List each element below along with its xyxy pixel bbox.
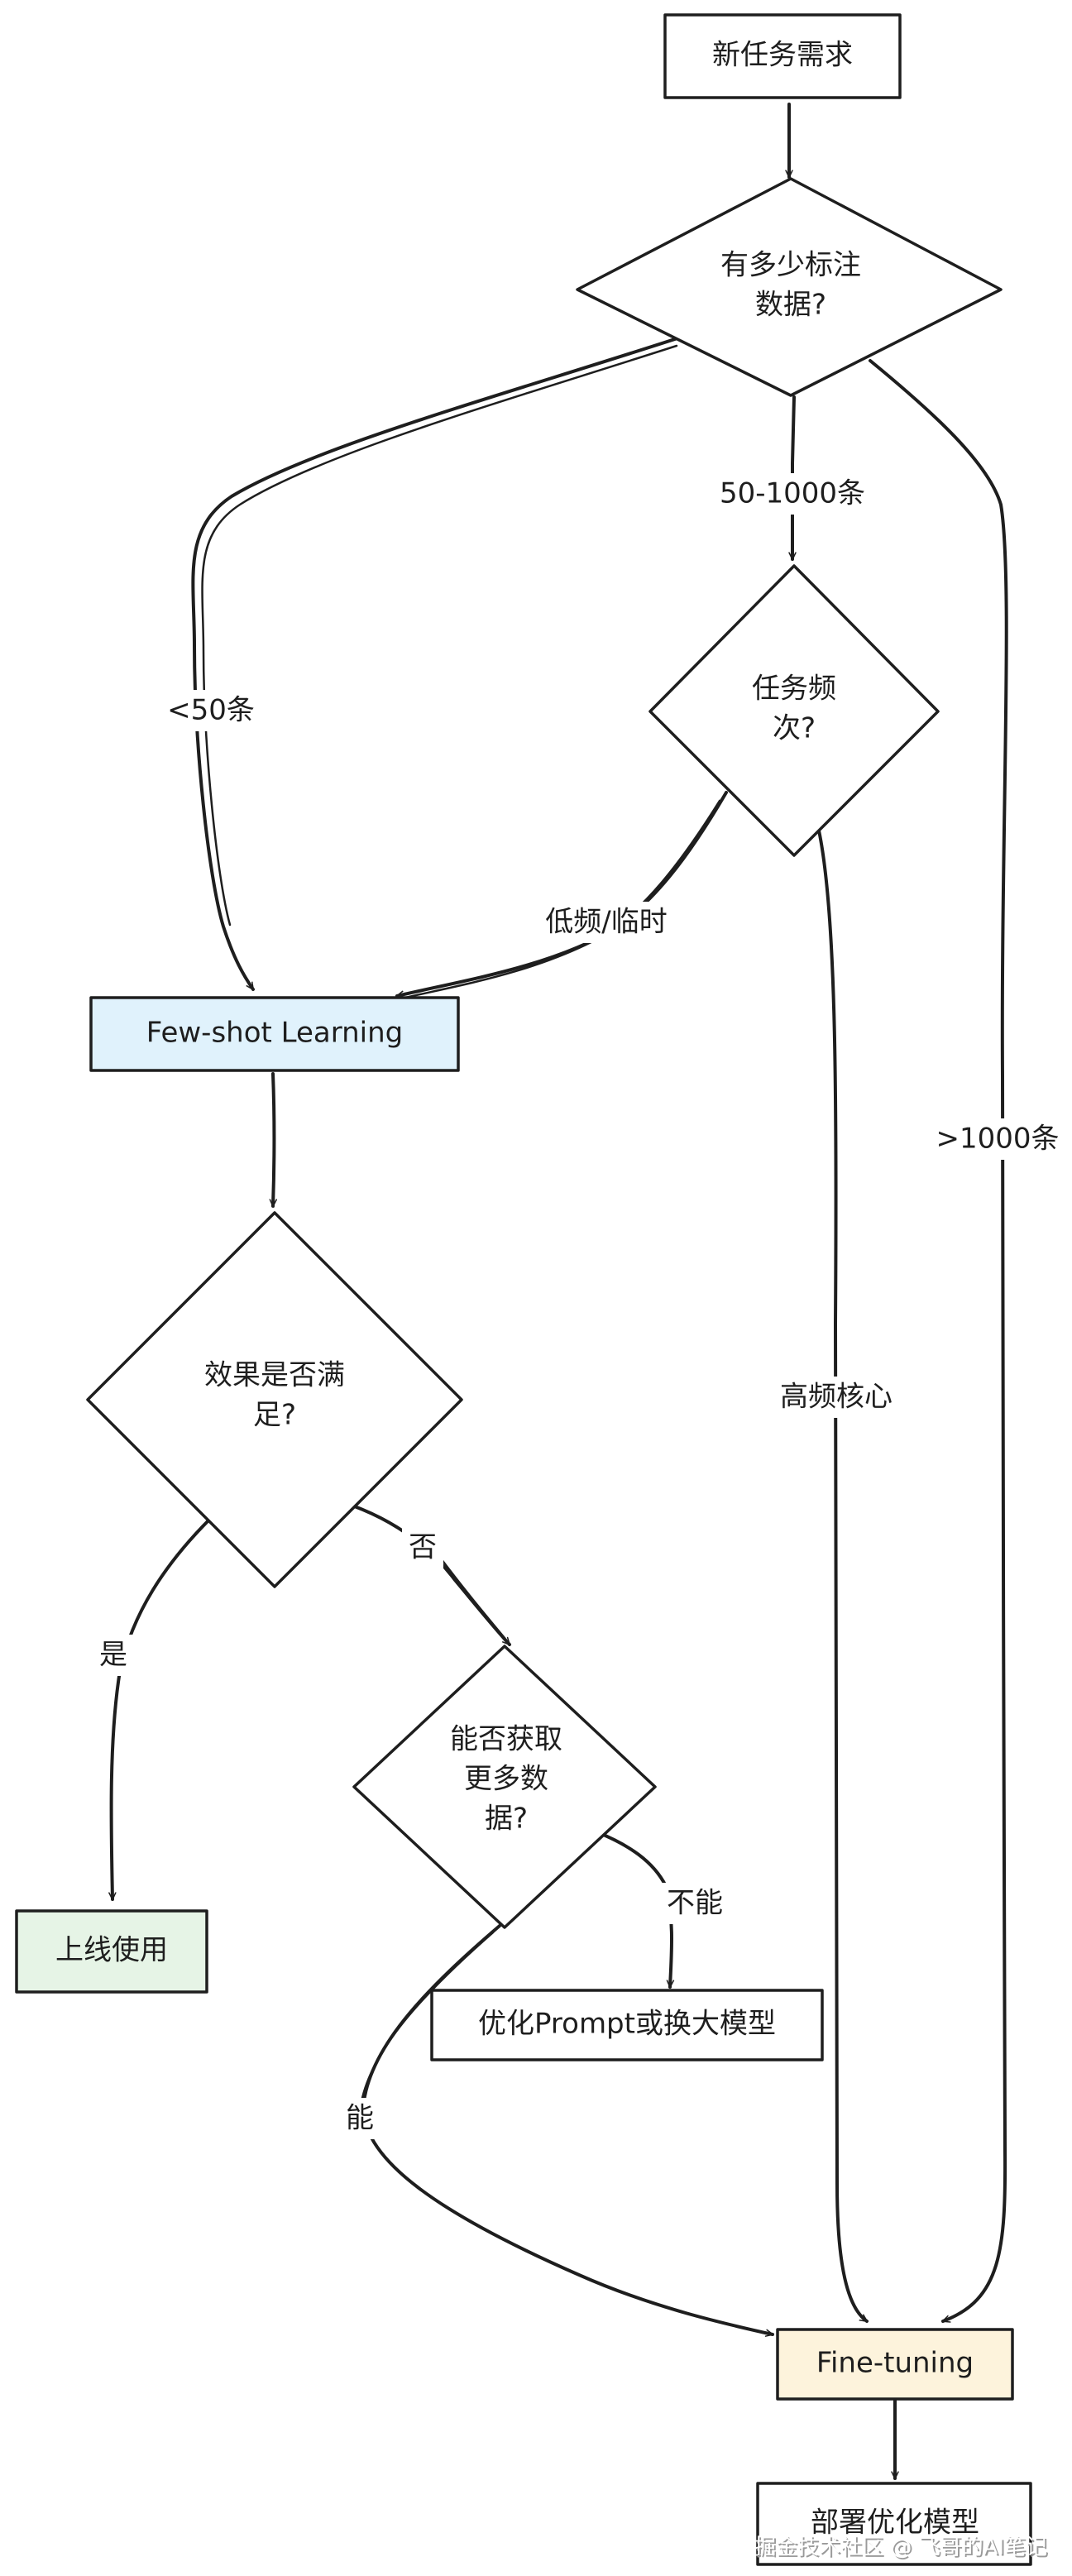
node-optimize-prompt: 优化Prompt或换大模型: [430, 1989, 824, 2061]
edge-high-freq: [817, 829, 869, 2323]
edge-label-high-freq: 高频核心: [769, 1377, 903, 1418]
edge-label-gt1000: >1000条: [930, 1118, 1065, 1160]
node-frequency: 任务频 次?: [648, 564, 940, 857]
edge-low-freq-sketch: [404, 799, 721, 999]
node-deploy: 部署优化模型: [756, 2482, 1032, 2566]
node-optimize-prompt-label: 优化Prompt或换大模型: [478, 2008, 776, 2041]
watermark: 掘金技术社区 @ 飞哥的AI笔记 掘金技术社区 @ 飞哥的AI笔记: [754, 2535, 1049, 2562]
edge-label-mid: 50-1000条: [701, 473, 883, 515]
edge-gt1000: [869, 359, 1008, 2323]
edge-lt50: [191, 336, 682, 991]
svg-text:50-1000条: 50-1000条: [720, 477, 865, 510]
node-few-shot: Few-shot Learning: [89, 996, 460, 1072]
node-frequency-line2: 次?: [773, 712, 816, 745]
edge-no-sketch: [437, 1554, 506, 1640]
node-more-data-line1: 能否获取: [450, 1723, 562, 1756]
svg-text:>1000条: >1000条: [936, 1123, 1059, 1156]
node-data-amount-line1: 有多少标注: [720, 249, 861, 282]
node-data-amount-line2: 数据?: [755, 289, 826, 322]
node-satisfied: 效果是否满 足?: [86, 1211, 463, 1588]
node-satisfied-line1: 效果是否满: [204, 1359, 345, 1392]
node-fine-tuning-label: Fine-tuning: [816, 2347, 974, 2380]
edge-yes: [112, 1517, 212, 1901]
edge-lt50-sketch: [201, 344, 678, 926]
edge-can: [361, 1924, 774, 2334]
svg-text:掘金技术社区 @ 飞哥的AI笔记: 掘金技术社区 @ 飞哥的AI笔记: [754, 2535, 1047, 2560]
edge-low-freq: [395, 791, 728, 996]
node-more-data: 能否获取 更多数 据?: [352, 1645, 657, 1929]
svg-text:高频核心: 高频核心: [780, 1381, 893, 1414]
node-more-data-line3: 据?: [485, 1803, 528, 1836]
svg-text:能: 能: [346, 2102, 374, 2135]
edge-fewshot-to-satisfied: [273, 1072, 275, 1208]
svg-text:掘金技术社区 @ 飞哥的AI笔记: 掘金技术社区 @ 飞哥的AI笔记: [756, 2537, 1049, 2562]
edge-label-can: 能: [339, 2098, 380, 2139]
node-deploy-label: 部署优化模型: [811, 2507, 979, 2540]
node-more-data-line2: 更多数: [464, 1763, 548, 1796]
edge-no: [351, 1504, 511, 1646]
node-go-live-label: 上线使用: [55, 1934, 168, 1967]
edge-label-yes: 是: [93, 1635, 134, 1676]
node-fine-tuning: Fine-tuning: [776, 2328, 1014, 2401]
node-data-amount: 有多少标注 数据?: [576, 177, 1003, 397]
svg-text:否: 否: [409, 1531, 437, 1564]
edge-label-lt50: <50条: [157, 690, 265, 731]
node-start-label: 新任务需求: [712, 39, 853, 72]
edge-label-cannot: 不能: [658, 1883, 731, 1924]
node-few-shot-label: Few-shot Learning: [146, 1017, 404, 1050]
node-satisfied-line2: 足?: [253, 1399, 296, 1432]
svg-text:是: 是: [99, 1639, 127, 1672]
svg-text:不能: 不能: [667, 1887, 723, 1920]
node-frequency-line1: 任务频: [752, 673, 836, 706]
edge-label-low-freq: 低频/临时: [529, 902, 683, 943]
edge-can-sketch: [359, 1931, 495, 2108]
node-start: 新任务需求: [663, 13, 902, 99]
edge-label-no: 否: [402, 1527, 443, 1568]
node-go-live: 上线使用: [15, 1909, 208, 1994]
svg-text:低频/临时: 低频/临时: [545, 906, 667, 939]
edge-mid: [792, 395, 794, 561]
svg-text:<50条: <50条: [167, 694, 255, 727]
